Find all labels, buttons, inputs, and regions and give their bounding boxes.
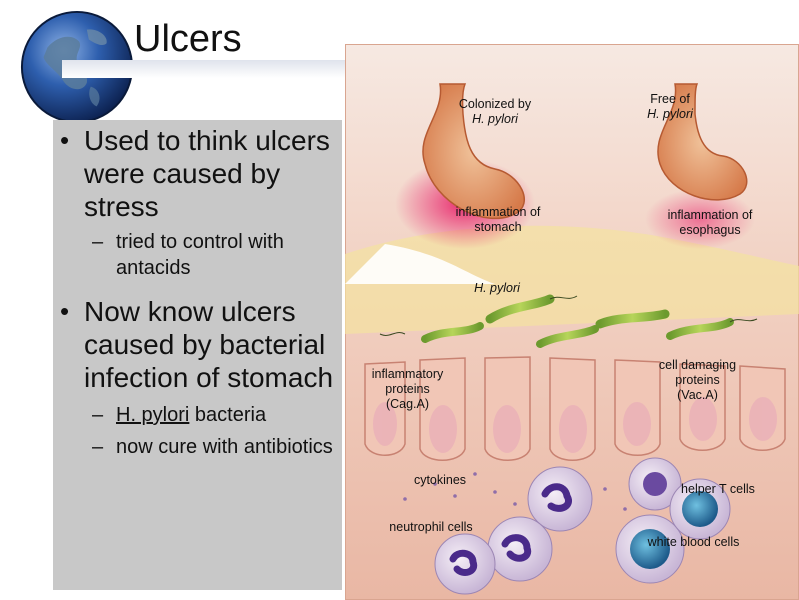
h-pylori-bacteria bbox=[379, 294, 758, 348]
sub-bullet-1-1-text: tried to control with antacids bbox=[116, 231, 284, 279]
sub-bullet-2-2: –now cure with antibiotics bbox=[92, 436, 333, 458]
label-white-blood-cells: white blood cells bbox=[647, 535, 740, 549]
label-cytokines: cytokines bbox=[413, 473, 467, 487]
h-pylori-link-text: H. pylori bbox=[116, 404, 190, 426]
label-free-of: Free of H. pylori bbox=[647, 92, 693, 121]
label-h-pylori: H. pylori bbox=[474, 281, 520, 295]
label-neutrophil-cells: neutrophil cells bbox=[389, 520, 473, 534]
h-pylori-illustration bbox=[345, 44, 799, 600]
sub-bullet-2-1: –H. pylori bacteria bbox=[92, 404, 267, 426]
label-inflammation-stomach: inflammation of stomach bbox=[455, 205, 541, 234]
sub-bullet-1-1: –tried to control with antacids bbox=[92, 231, 284, 279]
label-cell-damaging-proteins: cell damaging proteins (Vac.A) bbox=[658, 358, 737, 402]
label-colonized: Colonized by H. pylori bbox=[458, 97, 532, 126]
label-inflammatory-proteins: inflammatory proteins (Cag.A) bbox=[371, 367, 444, 411]
sub-bullet-2-2-text: now cure with antibiotics bbox=[116, 436, 333, 458]
label-helper-t-cells: helper T cells bbox=[681, 482, 755, 496]
label-inflammation-esophagus: inflammation of esophagus bbox=[667, 208, 753, 237]
white-blood-cells bbox=[434, 457, 731, 595]
bullet-1: Used to think ulcers were caused by stre… bbox=[60, 124, 345, 223]
bullet-list: Used to think ulcers were caused by stre… bbox=[60, 124, 345, 460]
sub-bullet-2-1-rest: bacteria bbox=[189, 404, 267, 426]
slide-title: Ulcers bbox=[134, 18, 242, 60]
bullet-2: Now know ulcers caused by bacterial infe… bbox=[60, 295, 345, 394]
